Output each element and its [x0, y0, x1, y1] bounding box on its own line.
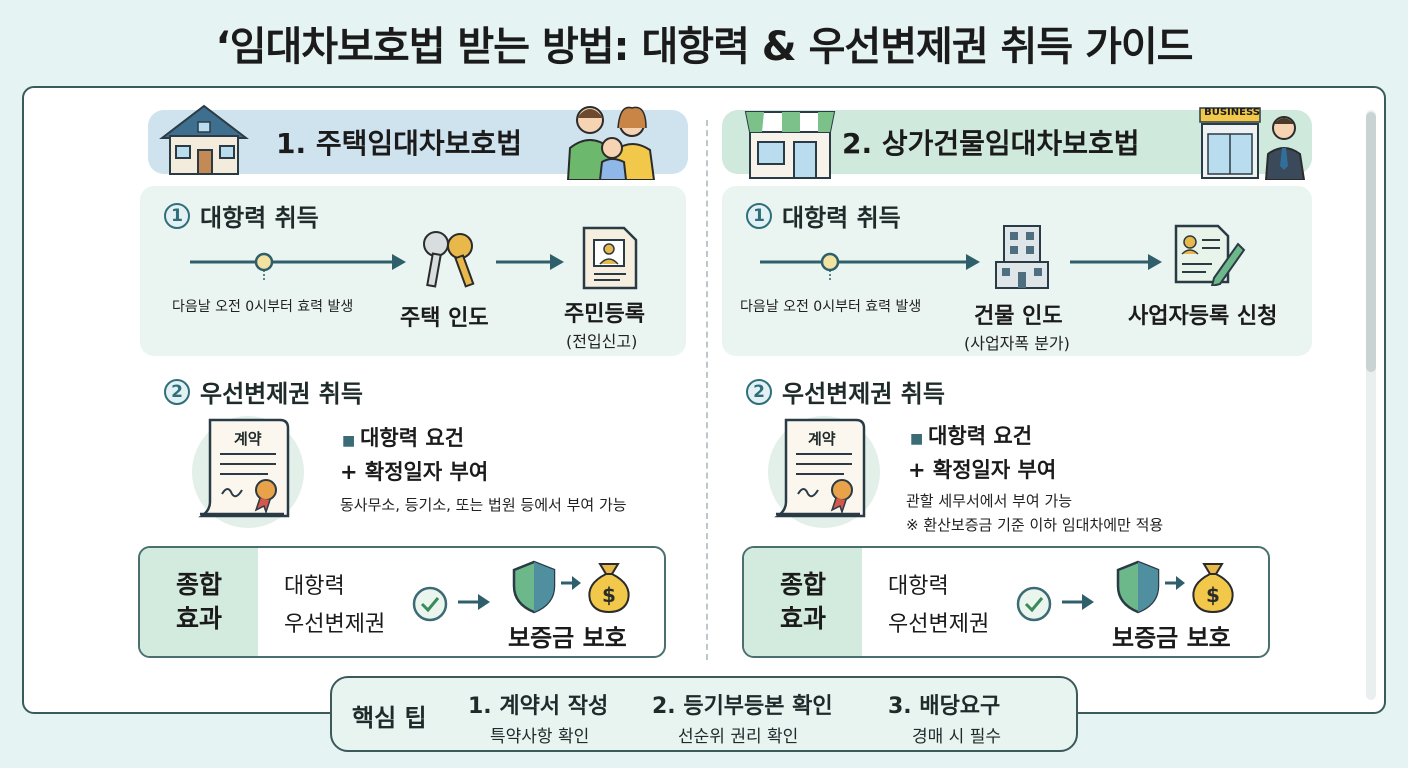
step-number: 1: [746, 202, 772, 229]
house-icon: [159, 104, 249, 175]
scrollbar-thumb[interactable]: [1366, 112, 1376, 372]
bullet-plus: + 확정일자 부여: [340, 460, 489, 484]
note-applicability: ※ 환산보증금 기준 이하 임대차에만 적용: [906, 516, 1164, 534]
contract-scroll-icon: [768, 416, 880, 528]
business-sign: BUSINESS: [1204, 107, 1260, 118]
registration-form-icon: [1174, 224, 1246, 286]
step-second: 주민등록: [564, 302, 645, 327]
storefront-icon: [744, 111, 836, 179]
step-second-sub: (전입신고): [566, 332, 638, 351]
check-circle-icon: [1016, 586, 1052, 622]
commercial-summary: 종합 효과 대항력 우선변제권 $ 보증금 보호: [742, 546, 1270, 658]
summary-label-line2: 효과: [175, 604, 222, 633]
tip-sub: 선순위 권리 확인: [678, 727, 799, 747]
step-first: 주택 인도: [400, 306, 489, 331]
summary-label: 종합 효과: [140, 548, 258, 656]
tip-heading: 3. 배당요구: [888, 694, 1001, 719]
housing-step1-heading: 1 대항력 취득: [164, 198, 319, 233]
arrow-icon: [496, 254, 564, 270]
summary-label: 종합 효과: [744, 548, 862, 656]
shield-icon: [1116, 560, 1160, 614]
money-bag-icon: $: [588, 563, 630, 614]
shield-icon: [512, 560, 556, 614]
summary-item: 대항력: [284, 574, 345, 599]
housing-step2-title: 우선변제권 취득: [200, 380, 363, 408]
summary-label-line2: 효과: [779, 604, 826, 633]
step-number: 2: [746, 378, 772, 405]
keys-icon: [423, 231, 475, 288]
column-divider: [706, 120, 708, 660]
summary-items: 대항력 우선변제권: [888, 568, 989, 644]
housing-summary: 종합 효과 대항력 우선변제권 $ 보증금 보호: [138, 546, 666, 658]
step-second: 사업자등록 신청: [1128, 304, 1278, 329]
note-issuing: 동사무소, 등기소, 또는 법원 등에서 부여 가능: [340, 496, 627, 514]
commercial-step1-title: 대항력 취득: [782, 204, 901, 232]
bullet-plus: + 확정일자 부여: [908, 458, 1057, 482]
scrollbar-track[interactable]: [1366, 110, 1376, 700]
business-building-icon: [1199, 107, 1306, 180]
bullet-requirement: ■ 대항력 요건: [910, 424, 1033, 448]
svg-text:$: $: [602, 583, 616, 607]
effect-note: 다음날 오전 0시부터 효력 발생: [172, 299, 354, 315]
bullet-text: 대항력 요건: [360, 426, 465, 450]
summary-item: 우선변제권: [284, 612, 386, 637]
arrow-icon: [1062, 594, 1094, 610]
doc-label: 계약: [808, 430, 836, 448]
note-issuing: 관할 세무서에서 부여 가능: [906, 492, 1073, 510]
svg-text:$: $: [1206, 583, 1220, 607]
tips-label: 핵심 팁: [352, 704, 427, 732]
check-circle-icon: [412, 586, 448, 622]
office-building-icon: [995, 225, 1049, 289]
bullet-text: 대항력 요건: [928, 424, 1033, 448]
timeline-arrow: [190, 252, 406, 282]
housing-step1-title: 대항력 취득: [200, 204, 319, 232]
tip-sub: 경매 시 필수: [912, 727, 1002, 747]
summary-item: 대항력: [888, 574, 949, 599]
summary-item: 우선변제권: [888, 612, 990, 637]
doc-label: 계약: [234, 430, 262, 448]
step-number: 2: [164, 378, 190, 405]
step-first: 건물 인도: [974, 304, 1063, 329]
commercial-step2-title: 우선변제권 취득: [782, 380, 945, 408]
bullet-requirement: ■ 대항력 요건: [342, 426, 465, 450]
housing-header-title: 1. 주택임대차보호법: [276, 127, 522, 160]
tip-heading: 2. 등기부등본 확인: [652, 694, 833, 719]
page-title: ‘임대차보호법 받는 방법: 대항력 & 우선변제권 취득 가이드: [215, 24, 1194, 70]
id-document-icon: [582, 226, 638, 290]
commercial-step1-heading: 1 대항력 취득: [746, 198, 901, 233]
arrow-icon: [1070, 254, 1162, 270]
money-bag-icon: $: [1192, 563, 1234, 614]
summary-label-line1: 종합: [779, 570, 826, 599]
housing-step2-heading: 2 우선변제권 취득: [164, 374, 363, 409]
commercial-step2-heading: 2 우선변제권 취득: [746, 374, 945, 409]
step-first-sub: (사업자폭 분가): [964, 334, 1070, 353]
commercial-header-title: 2. 상가건물임대차보호법: [842, 127, 1140, 160]
tip-heading: 1. 계약서 작성: [468, 694, 609, 719]
summary-label-line1: 종합: [175, 570, 222, 599]
effect-note: 다음날 오전 0시부터 효력 발생: [740, 299, 922, 315]
contract-scroll-icon: [192, 416, 304, 528]
tip-sub: 특약사항 확인: [490, 727, 590, 747]
arrow-icon: [1165, 576, 1185, 590]
summary-result: 보증금 보호: [508, 624, 627, 652]
family-icon: [566, 106, 656, 180]
arrow-icon: [458, 594, 490, 610]
summary-result: 보증금 보호: [1112, 624, 1231, 652]
timeline-arrow: [760, 252, 980, 282]
summary-items: 대항력 우선변제권: [284, 568, 385, 644]
arrow-icon: [561, 576, 581, 590]
key-tips: 핵심 팁 1. 계약서 작성 특약사항 확인 2. 등기부등본 확인 선순위 권…: [330, 676, 1078, 752]
step-number: 1: [164, 202, 190, 229]
